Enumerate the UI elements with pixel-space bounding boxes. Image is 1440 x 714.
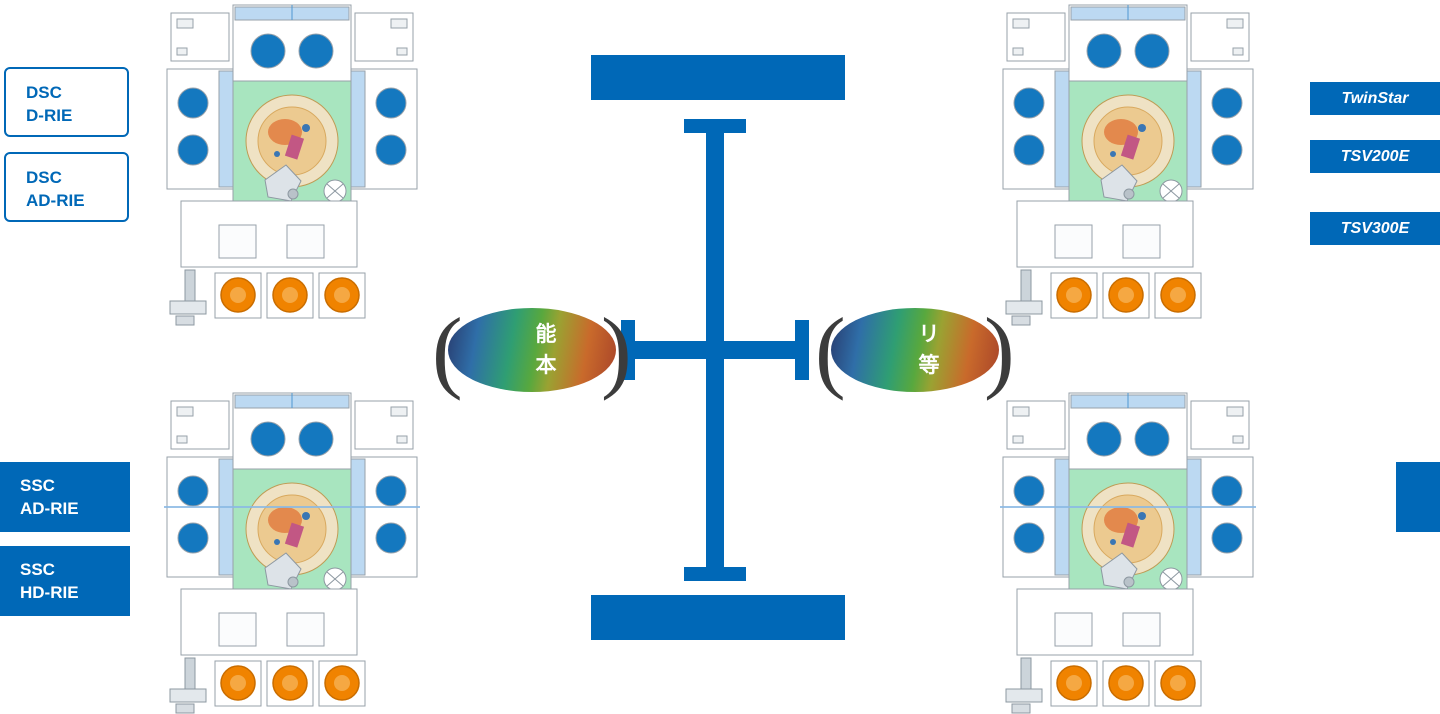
axis-horizontal-left-cap [621, 320, 635, 380]
drawing-centerline [1000, 506, 1256, 508]
right-gradient-bubble: リ 等 [831, 308, 999, 392]
right-bubble-line-2: 等 [918, 354, 940, 377]
label-line: TSV200E [1340, 147, 1410, 165]
left-bubble-line-1: 能 [535, 322, 557, 346]
axis-horizontal-bar [633, 341, 797, 359]
label-line: DSC [26, 83, 62, 102]
label-line: D-RIE [26, 105, 73, 125]
right-bubble-line-1: リ [918, 322, 940, 346]
etcher-machine-illustration-bottom-right [1002, 392, 1254, 714]
etcher-machine-illustration-bottom-left [166, 392, 418, 714]
label-dsc-ad-rie: DSC AD-RIE [4, 152, 129, 222]
label-tsv300e: TSV300E [1310, 212, 1440, 245]
label-line: AD-RIE [20, 498, 79, 518]
label-bottom-right-blank [1396, 462, 1440, 532]
label-line: DSC [26, 168, 62, 187]
label-line: AD-RIE [26, 190, 85, 210]
etcher-machine-illustration-top-left [166, 4, 418, 326]
axis-top-label-box [591, 55, 845, 100]
label-ssc-hd-rie: SSC HD-RIE [0, 546, 130, 616]
axis-vertical-bottom-cap [684, 567, 746, 581]
axis-horizontal-right-cap [795, 320, 809, 380]
label-line: TSV300E [1340, 219, 1410, 237]
label-twinstar: TwinStar [1310, 82, 1440, 115]
label-dsc-d-rie: DSC D-RIE [4, 67, 129, 137]
left-gradient-bubble: 能 本 [448, 308, 616, 392]
close-paren-right-bubble: ) [984, 299, 1015, 401]
label-tsv200e: TSV200E [1310, 140, 1440, 173]
left-bubble-line-2: 本 [535, 354, 557, 377]
drawing-centerline [164, 506, 420, 508]
label-line: SSC [20, 476, 55, 495]
axis-vertical-top-cap [684, 119, 746, 133]
close-paren-left-bubble: ) [601, 299, 632, 401]
label-line: SSC [20, 560, 55, 579]
axis-bottom-label-box [591, 595, 845, 640]
label-line: HD-RIE [20, 582, 79, 602]
label-ssc-ad-rie: SSC AD-RIE [0, 462, 130, 532]
label-line: TwinStar [1341, 89, 1409, 107]
etcher-machine-illustration-top-right [1002, 4, 1254, 326]
